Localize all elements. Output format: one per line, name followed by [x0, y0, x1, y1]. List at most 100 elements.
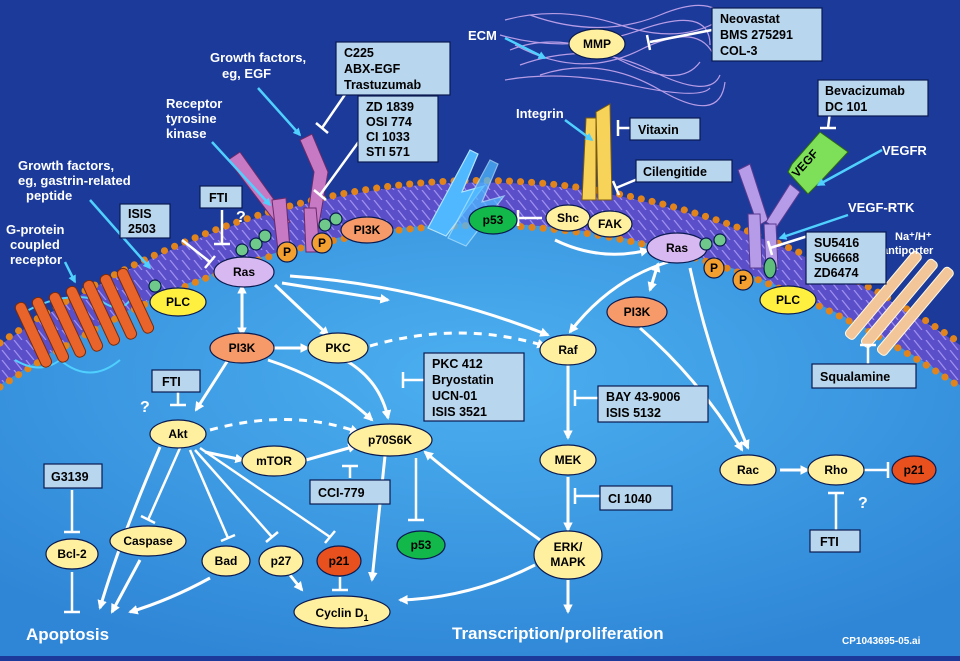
- svg-text:p21: p21: [329, 554, 350, 568]
- gpcr-receptor: [14, 267, 155, 374]
- node-plc-left: PLC: [149, 287, 207, 317]
- na-h-antiporter: [844, 250, 954, 356]
- rtk-label-line1: Receptor: [166, 96, 222, 111]
- svg-text:FAK: FAK: [598, 217, 622, 231]
- node-pi3k-right: PI3K: [606, 296, 668, 328]
- gf-egf-label-line1: Growth factors,: [210, 50, 306, 65]
- svg-text:2503: 2503: [128, 222, 156, 236]
- svg-text:mTOR: mTOR: [256, 454, 292, 468]
- nodes: MMP Ras Ras PLC PLC PI3K PI3K PI3K PKC A…: [45, 28, 937, 629]
- svg-text:Ras: Ras: [666, 241, 688, 255]
- vegf-tki-box: SU5416 SU6668 ZD6474: [805, 231, 887, 285]
- node-erk-mapk: ERK/MAPK: [533, 530, 603, 580]
- fti-akt-box: FTI: [151, 369, 201, 393]
- node-akt: Akt: [149, 419, 207, 449]
- node-p27: p27: [258, 545, 304, 577]
- node-ras-left: Ras: [213, 256, 275, 288]
- cilengitide-box: Cilengitide: [635, 159, 733, 183]
- svg-text:ERK/: ERK/: [554, 540, 583, 554]
- svg-text:ISIS 5132: ISIS 5132: [606, 406, 661, 420]
- node-shc: Shc: [545, 204, 591, 232]
- svg-text:p27: p27: [271, 554, 292, 568]
- svg-text:p70S6K: p70S6K: [368, 433, 412, 447]
- svg-text:PI3K: PI3K: [624, 305, 651, 319]
- question-mark-ras: ?: [236, 209, 246, 226]
- node-p53-bottom: p53: [396, 530, 446, 560]
- gf-gastrin-label-line3: peptide: [26, 188, 72, 203]
- node-fak: FAK: [587, 210, 633, 238]
- svg-text:Bevacizumab: Bevacizumab: [825, 84, 905, 98]
- svg-text:PLC: PLC: [776, 293, 800, 307]
- svg-text:P: P: [710, 261, 718, 275]
- svg-text:ZD 1839: ZD 1839: [366, 100, 414, 114]
- svg-text:C225: C225: [344, 46, 374, 60]
- node-mmp: MMP: [568, 28, 626, 60]
- na-h-label-line2: antiporter: [882, 245, 934, 257]
- vegf-receptor: [737, 163, 801, 269]
- svg-text:PKC: PKC: [325, 341, 351, 355]
- transcription-label: Transcription/proliferation: [452, 624, 664, 643]
- file-id-label: CP1043695-05.ai: [842, 636, 921, 647]
- activation-arrows: [97, 238, 810, 615]
- svg-text:MAPK: MAPK: [550, 555, 586, 569]
- svg-text:ISIS: ISIS: [128, 207, 152, 221]
- node-rho: Rho: [807, 454, 865, 486]
- svg-text:Rho: Rho: [824, 463, 847, 477]
- svg-text:CI 1040: CI 1040: [608, 492, 652, 506]
- svg-text:P: P: [318, 236, 326, 250]
- isis-2503-box: ISIS 2503: [119, 203, 171, 239]
- svg-text:PKC 412: PKC 412: [432, 357, 483, 371]
- svg-text:PI3K: PI3K: [229, 341, 256, 355]
- svg-text:BAY 43-9006: BAY 43-9006: [606, 390, 680, 404]
- svg-text:Squalamine: Squalamine: [820, 370, 890, 384]
- node-pi3k-left: PI3K: [209, 332, 275, 364]
- gf-gastrin-label-line1: Growth factors,: [18, 158, 114, 173]
- svg-text:UCN-01: UCN-01: [432, 389, 477, 403]
- adapter-dots: [148, 212, 777, 293]
- question-mark-akt: ?: [140, 399, 150, 416]
- svg-text:p53: p53: [411, 538, 432, 552]
- svg-text:P: P: [283, 245, 291, 259]
- svg-text:SU5416: SU5416: [814, 236, 859, 250]
- svg-text:BMS 275291: BMS 275291: [720, 28, 793, 42]
- gf-gastrin-label-line2: eg, gastrin-related: [18, 173, 131, 188]
- svg-text:ISIS 3521: ISIS 3521: [432, 405, 487, 419]
- svg-text:Bcl-2: Bcl-2: [57, 547, 87, 561]
- inhibition-lines: [64, 28, 890, 614]
- drug-boxes: Neovastat BMS 275291 COL-3 C225 ABX-EGF …: [43, 7, 929, 553]
- integrin-label: Integrin: [516, 106, 564, 121]
- svg-text:FTI: FTI: [820, 535, 839, 549]
- svg-text:Bryostatin: Bryostatin: [432, 373, 494, 387]
- membrane-lipid-band: [0, 182, 960, 385]
- node-bad: Bad: [201, 545, 251, 577]
- node-rac: Rac: [719, 454, 777, 486]
- svg-text:PI3K: PI3K: [354, 223, 381, 237]
- vitaxin-box: Vitaxin: [629, 117, 701, 141]
- svg-text:p21: p21: [904, 463, 925, 477]
- question-mark-rho: ?: [858, 495, 868, 512]
- gpcr-label-line3: receptor: [10, 252, 62, 267]
- gf-egf-label-line2: eg, EGF: [222, 66, 271, 81]
- svg-text:Cyclin D1: Cyclin D1: [315, 606, 368, 623]
- svg-text:Shc: Shc: [557, 211, 579, 225]
- svg-text:COL-3: COL-3: [720, 44, 758, 58]
- node-p53-top: p53: [468, 205, 518, 235]
- node-mtor: mTOR: [241, 445, 307, 477]
- mmp-inhibitors-box: Neovastat BMS 275291 COL-3: [711, 7, 823, 62]
- g3139-box: G3139: [43, 463, 103, 489]
- ecm-label: ECM: [468, 28, 497, 43]
- fti-rho-box: FTI: [809, 529, 861, 553]
- svg-text:Vitaxin: Vitaxin: [638, 123, 679, 137]
- fti-top-box: FTI: [199, 185, 243, 209]
- vegfr-label: VEGFR: [882, 143, 927, 158]
- vegf-rtk-label: VEGF-RTK: [848, 200, 915, 215]
- svg-text:DC 101: DC 101: [825, 100, 867, 114]
- rtk-label-line2: tyrosine: [166, 111, 217, 126]
- svg-text:Rac: Rac: [737, 463, 759, 477]
- node-bcl2: Bcl-2: [45, 538, 99, 570]
- svg-text:Ras: Ras: [233, 265, 255, 279]
- node-caspase: Caspase: [109, 525, 187, 557]
- ci1040-box: CI 1040: [599, 485, 673, 511]
- node-pi3k-membrane-left: PI3K: [340, 216, 394, 244]
